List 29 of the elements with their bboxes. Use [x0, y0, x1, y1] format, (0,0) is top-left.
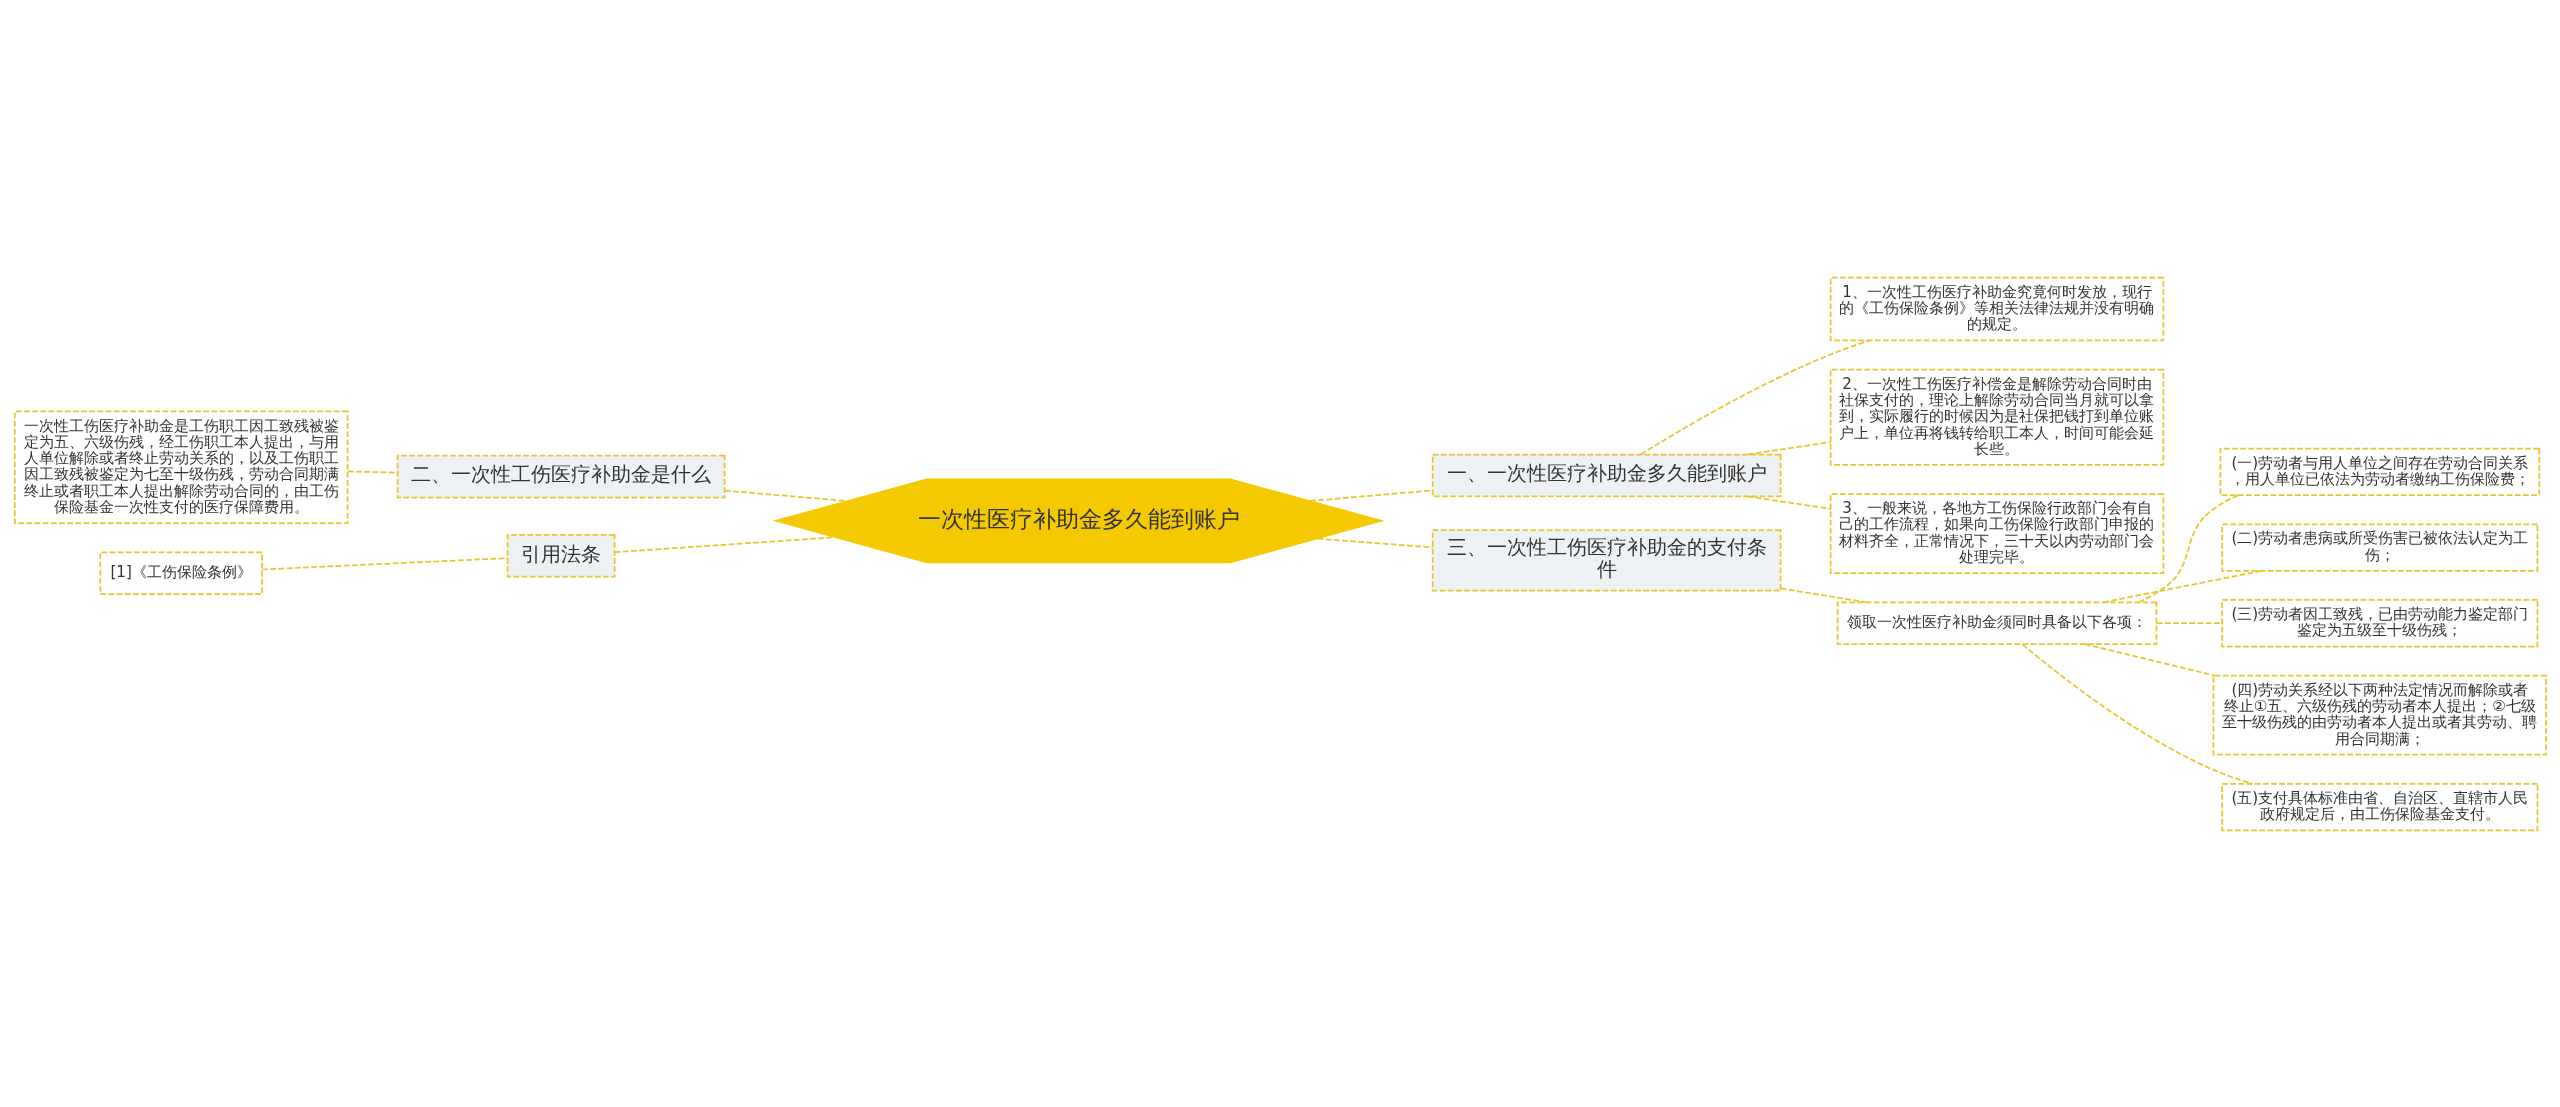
connector [2102, 569, 2262, 603]
connector [613, 535, 836, 553]
connector [1746, 440, 1831, 455]
node-box: 一、一次性医疗补助金多久能到账户 [1431, 453, 1781, 497]
connector [1746, 495, 1831, 510]
connector [2155, 621, 2223, 624]
node-box: 2、一次性工伤医疗补偿金是解除劳动合同时由社保支付的，理论上解除劳动合同当月就可以拿到，实际履行的时候因为是社保把钱打到单位账户上，单位再将钱转给职工本人，时间可能会延长些。 [1829, 368, 2164, 466]
node-box: (一)劳动者与用人单位之间存在劳动合同关系，用人单位已依法为劳动者缴纳工伤保险费； [2219, 447, 2540, 496]
node-box: (五)支付具体标准由省、自治区、直辖市人民政府规定后，由工伤保险基金支付。 [2220, 782, 2538, 831]
connector [2021, 643, 2253, 785]
connector [1316, 537, 1433, 548]
node-box: 领取一次性医疗补助金须同时具备以下各项： [1836, 600, 2157, 645]
node-box: (二)劳动者患病或所受伤害已被依法认定为工伤； [2220, 522, 2538, 572]
connector [346, 470, 398, 473]
node-box: 3、一般来说，各地方工伤保险行政部门会有自己的工作流程，如果向工伤保险行政部门申报的材料齐全，正常情况下，三十天以内劳动部门会处理完毕。 [1829, 492, 2164, 574]
connector [723, 489, 847, 502]
connector [1779, 587, 1867, 603]
node-box: 二、一次性工伤医疗补助金是什么 [396, 454, 725, 498]
node-box: 1、一次性工伤医疗补助金究竟何时发放，现行的《工伤保险条例》等相关法律法规并没有明确的规定。 [1829, 276, 2164, 341]
node-box: (四)劳动关系经以下两种法定情况而解除或者终止①五、六级伤残的劳动者本人提出；②七级至十级伤残的由劳动者本人提出或者其劳动、聘用合同期满； [2212, 674, 2547, 756]
connector [2137, 493, 2239, 603]
node-box: 引用法条 [506, 533, 615, 578]
connector [1639, 339, 1870, 455]
connector [2083, 642, 2216, 676]
connector [1309, 489, 1433, 502]
node-box: 一次性工伤医疗补助金是工伤职工因工致残被鉴定为五、六级伤残，经工伤职工本人提出，与用人单位解除或者终止劳动关系的，以及工伤职工因工致残被鉴定为七至十级伤残，劳动合同期满终止或者职工本人提出解除劳动合同的，由工伤保险基金一次性支付的医疗保障费用。 [13, 410, 348, 524]
node-box: (三)劳动者因工致残，已由劳动能力鉴定部门鉴定为五级至十级伤残； [2220, 598, 2538, 647]
node-box: [1]《工伤保险条例》 [98, 550, 263, 595]
node-box: 三、一次性工伤医疗补助金的支付条件 [1431, 528, 1781, 592]
